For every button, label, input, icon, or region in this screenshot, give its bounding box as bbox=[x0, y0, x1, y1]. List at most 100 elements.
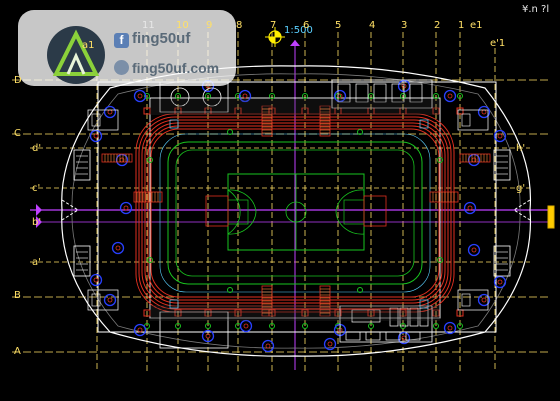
court-side-left bbox=[205, 195, 229, 227]
locker-unit bbox=[389, 307, 399, 327]
column-square bbox=[143, 309, 151, 317]
track-marker bbox=[227, 287, 233, 293]
track-boundary bbox=[159, 133, 431, 293]
locker-unit bbox=[355, 83, 369, 103]
left-axis-D: D bbox=[14, 75, 22, 86]
pillar-core bbox=[481, 109, 487, 115]
top-axis-1: 1 bbox=[458, 20, 465, 31]
bench-unit bbox=[345, 331, 361, 341]
structural-pillar bbox=[477, 105, 491, 119]
column-marker bbox=[205, 93, 211, 99]
corner-room-partition bbox=[91, 113, 101, 127]
corner-room bbox=[457, 289, 489, 311]
structural-pillar bbox=[443, 89, 457, 103]
top-label-11: 11 bbox=[142, 20, 155, 31]
column-marker bbox=[302, 93, 308, 99]
top-axis-6: 6 bbox=[303, 20, 310, 31]
pillar-core bbox=[119, 157, 125, 163]
bench-unit bbox=[365, 331, 381, 341]
stair-block bbox=[133, 191, 163, 203]
column-marker bbox=[269, 323, 275, 329]
top-axis-7: 7 bbox=[270, 20, 277, 31]
left-axis-A: A bbox=[14, 346, 21, 357]
column-marker bbox=[175, 323, 181, 329]
left-axis-a-prime: a' bbox=[32, 257, 41, 268]
corner-room bbox=[457, 109, 489, 131]
column-square bbox=[456, 107, 464, 115]
running-track-lane bbox=[150, 128, 440, 298]
pillar-core bbox=[107, 109, 113, 115]
locker-unit bbox=[409, 83, 423, 103]
locker-unit bbox=[409, 307, 419, 327]
structural-pillar bbox=[119, 201, 133, 215]
pillar-core bbox=[447, 325, 453, 331]
top-axis-9: 9 bbox=[206, 20, 213, 31]
structural-pillar bbox=[238, 89, 252, 103]
column-marker bbox=[205, 323, 211, 329]
track-marker bbox=[437, 257, 443, 263]
watermark-logo-icon bbox=[47, 26, 105, 84]
side-room bbox=[493, 149, 511, 181]
structural-pillar bbox=[133, 323, 147, 337]
left-axis-B: B bbox=[14, 290, 21, 301]
room-top-left bbox=[159, 81, 229, 113]
running-track-lane bbox=[144, 122, 446, 304]
pillar-core bbox=[497, 279, 503, 285]
cyan-marker bbox=[419, 119, 429, 129]
column-marker bbox=[457, 323, 463, 329]
structural-pillar bbox=[493, 129, 507, 143]
entrance-left bbox=[61, 199, 79, 221]
pillar-core bbox=[481, 297, 487, 303]
right-axis-h-prime: h' bbox=[516, 143, 526, 154]
structural-pillar bbox=[89, 129, 103, 143]
watermark-website-row: fing50uf.com bbox=[114, 60, 219, 76]
left-axis-d-prime: d' bbox=[32, 143, 42, 154]
right-axis-g-prime: g' bbox=[516, 183, 526, 194]
pillar-core bbox=[497, 133, 503, 139]
target-fill bbox=[269, 37, 275, 43]
track-marker bbox=[357, 129, 363, 135]
corner-room bbox=[87, 109, 119, 131]
field-inner bbox=[175, 149, 415, 277]
pillar-core bbox=[115, 245, 121, 251]
left-axis-b-prime: b' bbox=[32, 217, 42, 228]
bench-unit bbox=[385, 331, 401, 341]
structural-pillar bbox=[133, 89, 147, 103]
top-axis-2: 2 bbox=[434, 20, 441, 31]
structural-pillar bbox=[89, 273, 103, 287]
court-side-right bbox=[363, 195, 387, 227]
title-corner-text: ¥.n ?l bbox=[522, 4, 550, 15]
track-marker bbox=[437, 157, 443, 163]
top-axis-5: 5 bbox=[335, 20, 342, 31]
structural-pillar bbox=[467, 243, 481, 257]
field-outer bbox=[167, 141, 423, 285]
top-axis-8: 8 bbox=[236, 20, 243, 31]
pillar-core bbox=[93, 133, 99, 139]
column-marker bbox=[433, 93, 439, 99]
structural-pillar bbox=[111, 241, 125, 255]
watermark-facebook-text: fing50uf bbox=[132, 30, 191, 47]
axis-marker-top bbox=[290, 40, 300, 46]
globe-icon bbox=[114, 60, 129, 75]
track-marker bbox=[357, 287, 363, 293]
top-label-e-prime-1: e'1 bbox=[490, 38, 506, 49]
corner-room-partition bbox=[91, 293, 101, 307]
pillar-core bbox=[242, 93, 248, 99]
column-square bbox=[143, 107, 151, 115]
watermark-website-text: fing50uf.com bbox=[132, 60, 220, 76]
room-bottom-left bbox=[159, 311, 229, 349]
side-room bbox=[493, 245, 511, 277]
court-arc-left bbox=[227, 189, 257, 235]
track-marker bbox=[227, 129, 233, 135]
structural-pillar bbox=[115, 153, 129, 167]
locker-unit bbox=[373, 83, 387, 103]
track-marker bbox=[147, 257, 153, 263]
cyan-marker bbox=[419, 299, 429, 309]
pillar-core bbox=[137, 93, 143, 99]
column-marker bbox=[235, 93, 241, 99]
scale-label: 1:500 bbox=[284, 25, 313, 36]
